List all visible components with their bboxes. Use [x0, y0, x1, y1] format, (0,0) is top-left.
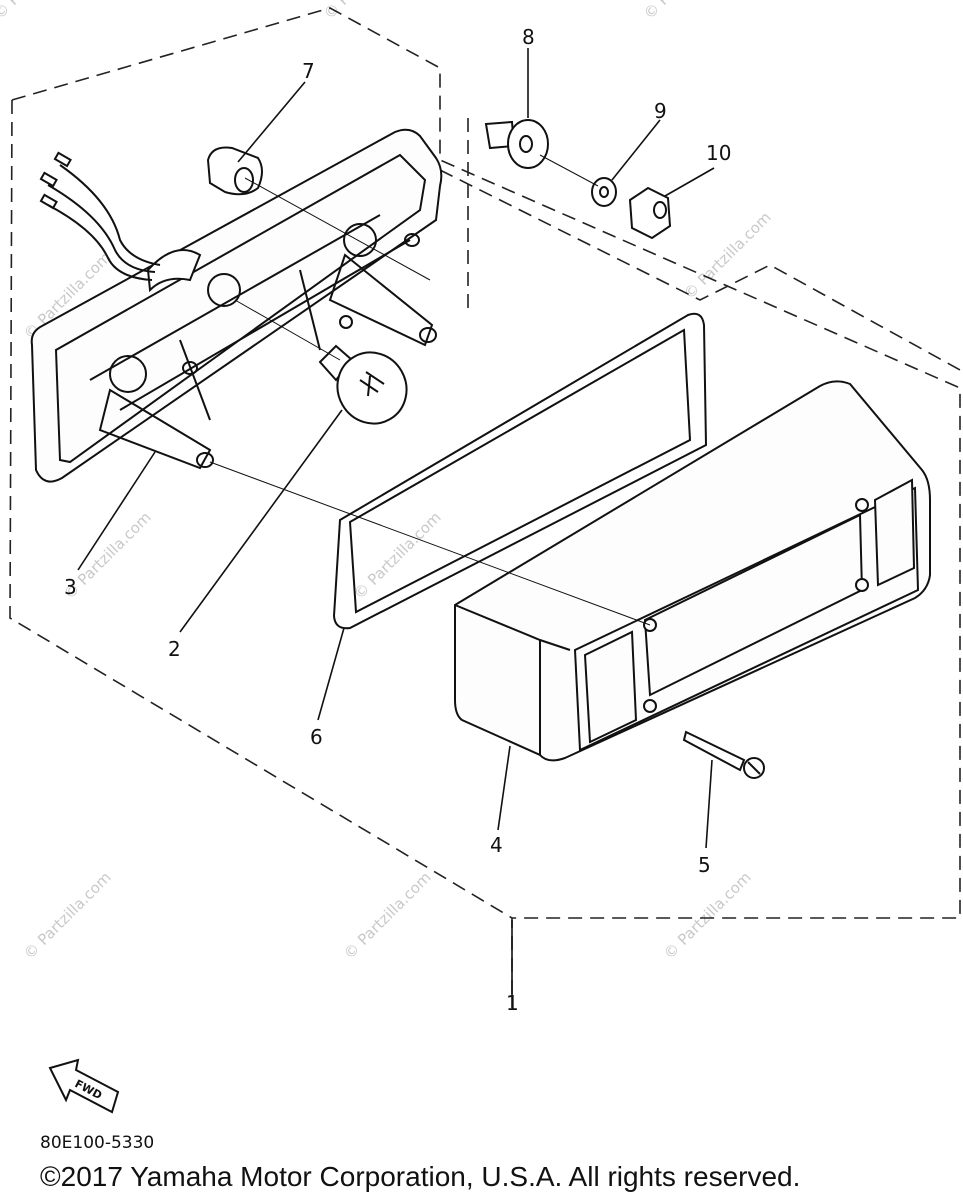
housing-rib [89, 214, 411, 421]
mounting-hardware [484, 119, 672, 240]
watermark: © Partzilla.com [680, 208, 775, 303]
watermark: © Partzilla.com [660, 868, 755, 963]
bulb-filament [359, 371, 385, 397]
callouts: 7 8 9 10 3 2 6 4 5 1 [64, 25, 731, 1015]
leader-lines [77, 48, 715, 1008]
leader-line-6 [317, 627, 345, 721]
forward-arrow-shape [48, 1058, 120, 1114]
copyright-notice: ©2017 Yamaha Motor Corporation, U.S.A. A… [40, 1161, 800, 1192]
screw-slot [747, 761, 761, 775]
gasket [332, 312, 708, 630]
leader-line-2 [179, 409, 343, 633]
wire-terminal [39, 193, 58, 210]
lens-screw-hole [855, 578, 869, 592]
lens-screw-hole [855, 498, 869, 512]
alignment-line [539, 154, 599, 187]
wire [47, 204, 153, 281]
wire [59, 164, 161, 266]
callout-7: 7 [302, 59, 315, 83]
watermark: © Partzilla.com [320, 0, 415, 23]
housing-hole [339, 315, 353, 329]
gasket-inner [348, 328, 692, 614]
assembly-boundary [9, 7, 961, 1000]
housing-inner [54, 153, 427, 464]
socket-center [207, 273, 241, 307]
grommet-hole [234, 167, 254, 193]
screw-shank [682, 730, 746, 772]
leader-line-7 [237, 81, 306, 163]
callout-5: 5 [698, 853, 711, 877]
callout-4: 4 [490, 833, 503, 857]
callout-9: 9 [654, 99, 667, 123]
housing-outer [30, 128, 443, 483]
watermark: © Partzilla.com [0, 0, 85, 23]
mount-boss-right [328, 253, 434, 347]
wire [47, 184, 156, 273]
callout-2: 2 [168, 637, 181, 661]
screw [682, 730, 765, 779]
wire-terminal [53, 151, 72, 168]
watermark: © Partzilla.com [20, 868, 115, 963]
socket-right [343, 223, 377, 257]
bulb [318, 344, 408, 425]
gasket-outer [332, 312, 708, 630]
forward-arrow-icon: FWD [48, 1058, 120, 1114]
mount-stud-mid [182, 361, 198, 375]
mount-stud-left [196, 452, 214, 468]
callout-3: 3 [64, 575, 77, 599]
lens-body [454, 380, 931, 762]
leader-line-4 [497, 745, 511, 831]
lock-washer-hole [599, 186, 609, 198]
lens [454, 380, 931, 762]
grommet [206, 146, 263, 196]
lens-edge [454, 604, 571, 755]
callout-1: 1 [506, 991, 519, 1015]
subassembly-boundary-line [439, 169, 961, 371]
nut-hole [653, 201, 667, 219]
lens-reflector-right [873, 478, 916, 587]
callout-6: 6 [310, 725, 323, 749]
alignment-line [244, 177, 431, 281]
lamp-housing [30, 128, 443, 483]
leader-line-5 [705, 759, 713, 849]
grommet-body [206, 146, 263, 196]
watermark: © Partzilla.com [340, 868, 435, 963]
watermark: © Partzilla.com [640, 0, 735, 23]
mount-boss-left [98, 388, 212, 470]
alignment-line [234, 299, 341, 361]
leader-line-3 [77, 451, 156, 571]
wire-terminal [39, 171, 58, 188]
nut-body [628, 186, 672, 240]
lens-reflector-left [583, 630, 638, 744]
leader-line-9 [611, 119, 661, 181]
wiring-harness [39, 151, 202, 293]
harness-grommet [146, 249, 202, 293]
callout-10: 10 [706, 141, 731, 165]
mount-stud-top [404, 233, 420, 247]
leader-line-10 [664, 167, 715, 197]
bolt-flange-hole [519, 135, 533, 153]
lens-screw-hole [643, 699, 657, 713]
callout-8: 8 [522, 25, 535, 49]
drawing-code: 80E100-5330 [40, 1133, 154, 1153]
watermark: © Partzilla.com [350, 508, 445, 603]
socket-left [109, 355, 147, 393]
mount-stud-right [419, 327, 437, 343]
assembly-boundary-line [9, 99, 513, 919]
